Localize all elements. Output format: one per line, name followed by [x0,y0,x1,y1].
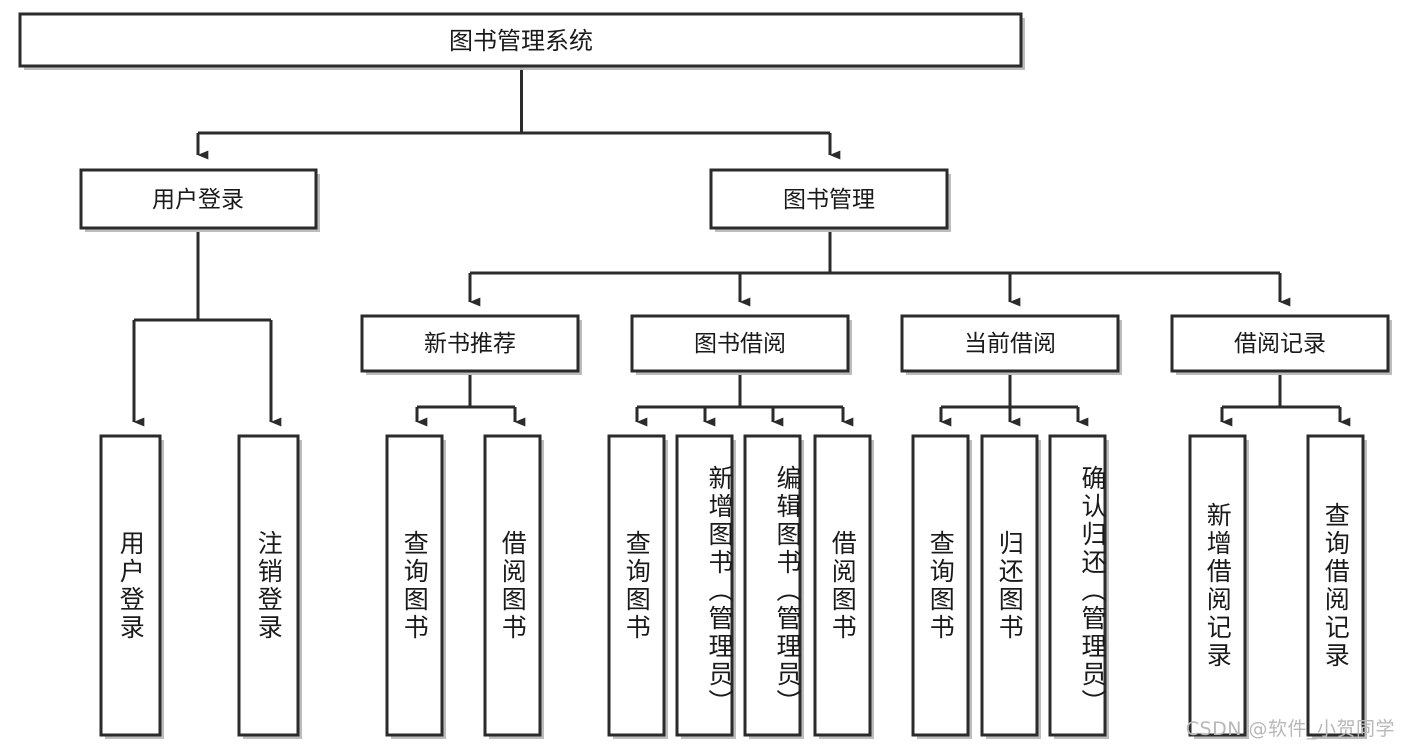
node-book-management[interactable]: 图书管理 [709,168,951,232]
current-borrow-box[interactable] [900,314,1120,373]
leaf-edit-book-box[interactable] [743,434,802,737]
root-label: 图书管理系统 [449,27,593,55]
borrow-record-box[interactable] [1170,314,1390,373]
leaf-query-book-3-box[interactable] [911,434,970,737]
node-root[interactable]: 图书管理系统 [18,12,1025,70]
leaf-query-book-1-box[interactable] [385,434,444,737]
borrow-record-label: 借阅记录 [1234,331,1326,357]
book-management-label: 图书管理 [783,187,875,213]
leaf-query-book-2-box[interactable] [607,434,666,737]
new-book-box[interactable] [360,314,580,373]
book-borrow-box[interactable] [630,314,850,373]
csdn-watermark: CSDN @软件_小贺同学 [1185,718,1395,740]
leaf-add-record-box[interactable] [1188,434,1247,737]
node-borrow-record[interactable]: 借阅记录 [1170,314,1392,375]
node-current-borrow[interactable]: 当前借阅 [900,314,1122,375]
node-user-login[interactable]: 用户登录 [79,168,320,232]
leaf-boxes [99,434,1367,739]
leaf-query-record-box[interactable] [1306,434,1365,737]
leaf-borrow-book-1-box[interactable] [483,434,542,737]
book-management-box[interactable] [709,168,949,230]
leaf-confirm-return-box[interactable] [1048,434,1107,737]
node-book-borrow[interactable]: 图书借阅 [630,314,852,375]
current-borrow-label: 当前借阅 [964,331,1056,357]
leaf-return-book-box[interactable] [980,434,1039,737]
root-box[interactable] [18,12,1023,68]
new-book-label: 新书推荐 [424,331,516,357]
book-borrow-label: 图书借阅 [694,331,786,357]
leaf-borrow-book-2-box[interactable] [813,434,872,737]
leaf-logout-login-box[interactable] [237,434,300,737]
connector-group [132,67,1351,427]
leaf-user-login-box[interactable] [99,434,162,737]
user-login-label: 用户登录 [152,187,244,213]
node-new-book-recommend[interactable]: 新书推荐 [360,314,582,375]
user-login-box[interactable] [79,168,318,230]
leaf-add-book-box[interactable] [675,434,734,737]
